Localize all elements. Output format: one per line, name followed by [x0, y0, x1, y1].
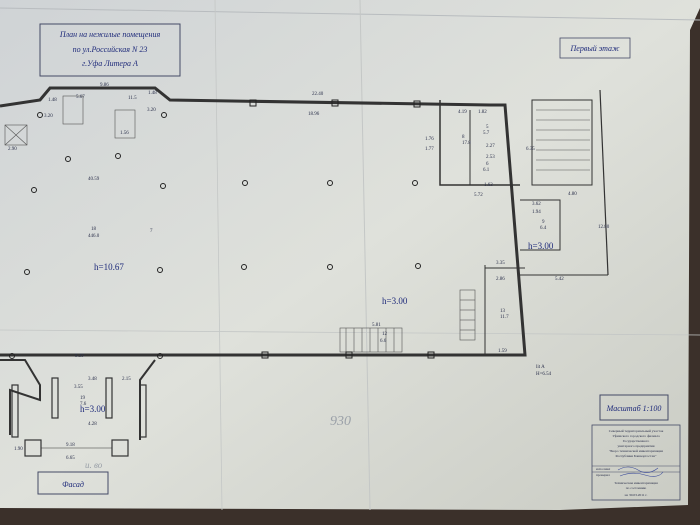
plan-label: 1.90: [14, 447, 23, 452]
dimension-labels: 9.86 1.48 5.67 11.5 1.48 3.20 3.20 1.56 …: [8, 83, 610, 461]
plan-label: 6: [486, 162, 489, 167]
plan-label: 13: [500, 309, 506, 314]
plan-label: h=10.67: [94, 262, 124, 272]
plan-label: 3.35: [496, 261, 505, 266]
floor-label-box: Первый этаж: [559, 37, 631, 59]
facade-label: Фасад: [62, 480, 84, 489]
plan-label: 11.5: [128, 96, 137, 101]
plan-label: 6.65: [66, 456, 75, 461]
plan-label: 446.0: [88, 234, 100, 239]
plan-label: унитарного предприятия: [618, 444, 655, 448]
scale-label-box: Масштаб 1:100: [599, 394, 669, 421]
plan-label: 5.72: [474, 193, 483, 198]
plan-label: 5: [486, 125, 489, 130]
plan-label: 1.94: [532, 210, 541, 215]
plan-label: 7: [150, 229, 153, 234]
plan-label: 3.55: [74, 385, 83, 390]
plan-label: 22.40: [312, 92, 324, 97]
plan-label: h=3.00: [528, 241, 554, 251]
plan-label: Северный территориальный участок: [609, 429, 664, 433]
plan-label: на 30.03.2011 г.: [625, 493, 648, 497]
plan-label: Техническая инвентаризация: [614, 481, 658, 485]
plan-label: по состоянию: [626, 486, 647, 490]
plan-label: h=3.00: [382, 296, 408, 306]
plan-label: Республики Башкортостан": [616, 454, 658, 458]
plan-label: 3.20: [44, 114, 53, 119]
plan-label: 1.56: [120, 131, 129, 136]
paper-sheet: [0, 0, 700, 510]
facade-label-box: Фасад: [37, 471, 109, 495]
bti-stamp: Северный территориальный участок Уфимско…: [591, 424, 681, 501]
plan-label: "Бюро технической инвентаризации: [609, 449, 663, 453]
plan-label: 12.80: [598, 225, 610, 230]
plan-label: 9.86: [100, 83, 109, 88]
plan-label: 1.59: [498, 349, 507, 354]
title-line-2: по ул.Российская N 23: [73, 45, 148, 54]
title-line-3: г.Уфа Литера А: [82, 59, 138, 68]
stairs: [4, 95, 590, 353]
plan-label: 19: [80, 396, 86, 401]
plan-label: 2.27: [486, 144, 495, 149]
plan-label: 1.76: [425, 137, 434, 142]
plan-label: 6.35: [526, 147, 535, 152]
plan-label: 6.6: [380, 339, 387, 344]
columns: [9, 99, 435, 359]
plan-label: 4.28: [88, 422, 97, 427]
plan-label: 2.53: [486, 155, 495, 160]
plan-label: h=3.00: [80, 404, 106, 414]
plan-label: 1.82: [478, 110, 487, 115]
plan-label: H=6.54: [536, 372, 552, 377]
plan-label: 1.48: [148, 91, 157, 96]
plan-label: 5.42: [555, 277, 564, 282]
plan-label: Государственного: [623, 439, 650, 443]
plan-label: исполнил: [596, 467, 610, 471]
plan-label: 2.86: [496, 277, 505, 282]
plan-label: 1.63: [484, 183, 493, 188]
plan-label: 18: [91, 227, 97, 232]
plan-label: 17.8: [462, 141, 471, 146]
plan-label: 1.48: [48, 98, 57, 103]
plan-label: 5.7: [483, 131, 490, 136]
plan-label: 40.59: [88, 177, 100, 182]
plan-label: 4.80: [568, 192, 577, 197]
walls: [0, 86, 609, 457]
plan-label: 2.90: [8, 147, 17, 152]
title-line-1: План на нежилые помещения: [59, 30, 161, 39]
plan-label: 12: [382, 332, 388, 337]
plan-label: проверил: [596, 473, 610, 477]
plan-label: 8: [462, 135, 465, 140]
plan-label: 6.4: [540, 226, 547, 231]
plan-label: 5.81: [372, 323, 381, 328]
room-numbers: 18 12 19 9 8 6 5 7 13: [80, 125, 545, 401]
plan-label: lit A: [536, 365, 545, 370]
plan-label: 5.67: [76, 95, 85, 100]
plan-label: 9: [542, 220, 545, 225]
plan-label: Уфимского городского филиала: [612, 434, 660, 438]
handwritten-note: и. во: [85, 460, 103, 470]
handwritten-note: 930: [330, 414, 351, 429]
plan-label: 6.1: [483, 168, 490, 173]
plan-label: 3.48: [88, 377, 97, 382]
floor-label: Первый этаж: [570, 44, 621, 53]
title-block: План на нежилые помещения по ул.Российск…: [39, 23, 181, 77]
scale-label: Масштаб 1:100: [606, 404, 662, 413]
plan-label: 9.39: [75, 354, 84, 359]
plan-label: 1.77: [425, 147, 434, 152]
plan-label: 4.19: [458, 110, 467, 115]
plan-label: 3.20: [147, 108, 156, 113]
plan-label: 9.18: [66, 443, 75, 448]
plan-label: 11.7: [500, 315, 509, 320]
plan-label: 18.96: [308, 112, 320, 117]
plan-label: 2.15: [122, 377, 131, 382]
plan-label: 3.62: [532, 202, 541, 207]
plan-label: 7.6: [80, 402, 87, 407]
